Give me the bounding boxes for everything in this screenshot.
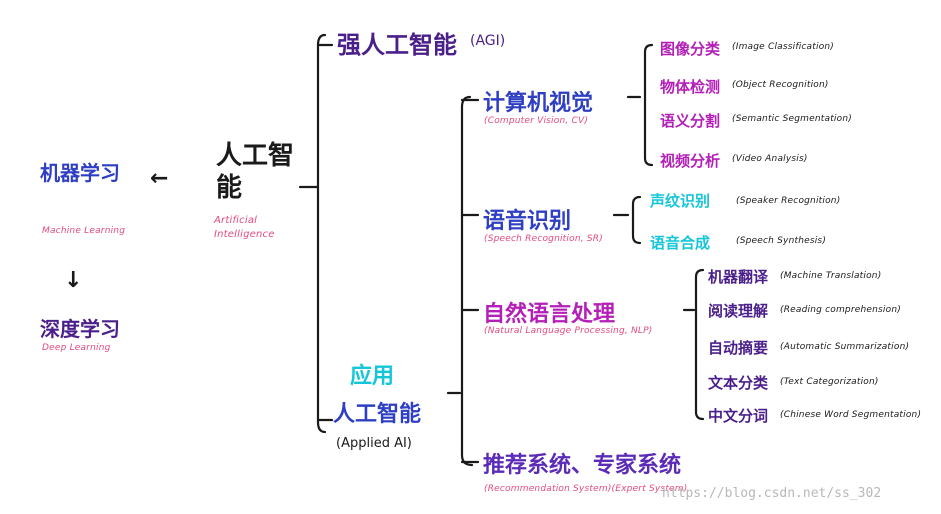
root-label-zh: 人工智能 bbox=[216, 141, 295, 203]
cv-item-3-en: (Semantic Segmentation) bbox=[732, 114, 852, 124]
ml-label-zh: 机器学习 bbox=[40, 161, 120, 185]
ml-label-en: Machine Learning bbox=[42, 226, 126, 236]
nlp-item-2-zh: 阅读理解 bbox=[708, 302, 769, 320]
nlp-item-4-zh: 文本分类 bbox=[708, 374, 769, 392]
applied-ai-zh-line1: 应用 bbox=[350, 364, 395, 389]
strong-ai-zh: 强人工智能 bbox=[337, 31, 457, 59]
strong-ai-en: (AGI) bbox=[470, 33, 506, 49]
rec-zh: 推荐系统、专家系统 bbox=[483, 453, 682, 478]
cv-en: (Computer Vision, CV) bbox=[484, 116, 589, 126]
sr-item-1-zh: 声纹识别 bbox=[650, 192, 711, 210]
rec-en: (Recommendation System)(Expert System) bbox=[484, 484, 688, 494]
nlp-item-1-en: (Machine Translation) bbox=[780, 271, 882, 281]
sr-item-2-zh: 语音合成 bbox=[650, 234, 711, 252]
applied-ai-en: (Applied AI) bbox=[336, 436, 412, 451]
nlp-en: (Natural Language Processing, NLP) bbox=[484, 326, 653, 336]
watermark: https://blog.csdn.net/ss_302 bbox=[662, 486, 882, 501]
nlp-item-3-zh: 自动摘要 bbox=[708, 339, 769, 357]
cv-item-4-zh: 视频分析 bbox=[660, 152, 721, 170]
cv-bracket bbox=[643, 43, 654, 167]
nlp-item-4-en: (Text Categorization) bbox=[780, 377, 879, 387]
cv-item-2-zh: 物体检测 bbox=[660, 78, 721, 96]
sr-item-2-en: (Speech Synthesis) bbox=[736, 236, 827, 246]
cv-item-1-zh: 图像分类 bbox=[660, 40, 721, 58]
nlp-item-3-en: (Automatic Summarization) bbox=[780, 342, 910, 352]
branch-bracket bbox=[460, 95, 474, 467]
sr-zh: 语音识别 bbox=[483, 209, 572, 234]
dl-label-zh: 深度学习 bbox=[40, 317, 120, 341]
cv-item-3-zh: 语义分割 bbox=[660, 112, 721, 130]
sr-bracket bbox=[631, 195, 642, 245]
main-bracket bbox=[316, 33, 327, 434]
nlp-item-5-zh: 中文分词 bbox=[708, 407, 769, 425]
dl-label-en: Deep Learning bbox=[42, 343, 111, 353]
nlp-item-1-zh: 机器翻译 bbox=[708, 268, 769, 286]
arrow-left-icon: ← bbox=[150, 166, 169, 191]
sr-en: (Speech Recognition, SR) bbox=[484, 234, 603, 244]
nlp-bracket bbox=[694, 268, 705, 421]
applied-ai-zh-line2: 人工智能 bbox=[333, 402, 422, 427]
nlp-zh: 自然语言处理 bbox=[483, 302, 616, 327]
cv-item-2-en: (Object Recognition) bbox=[732, 80, 829, 90]
root-label-en: Artificial Intelligence bbox=[214, 215, 275, 240]
cv-item-4-en: (Video Analysis) bbox=[732, 154, 808, 164]
nlp-item-2-en: (Reading comprehension) bbox=[780, 305, 901, 315]
nlp-item-5-en: (Chinese Word Segmentation) bbox=[780, 410, 922, 420]
cv-item-1-en: (Image Classification) bbox=[732, 42, 835, 52]
cv-zh: 计算机视觉 bbox=[483, 91, 594, 116]
sr-item-1-en: (Speaker Recognition) bbox=[736, 196, 841, 206]
arrow-down-icon: ↓ bbox=[64, 268, 83, 293]
